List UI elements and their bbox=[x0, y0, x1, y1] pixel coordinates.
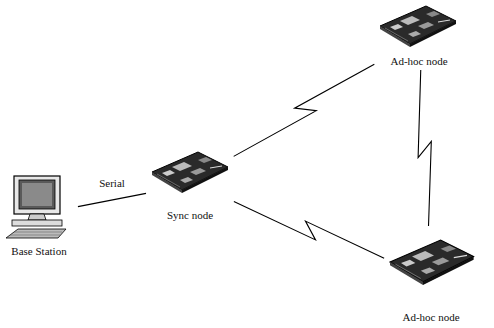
wireless-link bbox=[234, 64, 375, 156]
base-station-node: Base Station bbox=[2, 170, 76, 258]
wireless-link bbox=[418, 70, 431, 226]
adhoc-node: Ad-hoc node bbox=[376, 2, 462, 68]
circuit-board-icon bbox=[390, 240, 474, 285]
computer-icon bbox=[6, 176, 66, 238]
edge-label: Serial bbox=[97, 177, 127, 190]
sync-node: Sync node bbox=[148, 148, 232, 222]
node-caption: Ad-hoc node bbox=[390, 55, 447, 68]
node-caption: Sync node bbox=[167, 209, 213, 222]
node-caption: Base Station bbox=[11, 245, 66, 258]
serial-cable bbox=[78, 193, 146, 206]
circuit-board-icon bbox=[380, 6, 456, 47]
circuit-board-icon bbox=[152, 152, 228, 193]
wireless-link bbox=[234, 202, 384, 259]
adhoc-node: Ad-hoc node bbox=[386, 228, 476, 324]
node-caption: Ad-hoc node bbox=[402, 311, 459, 324]
